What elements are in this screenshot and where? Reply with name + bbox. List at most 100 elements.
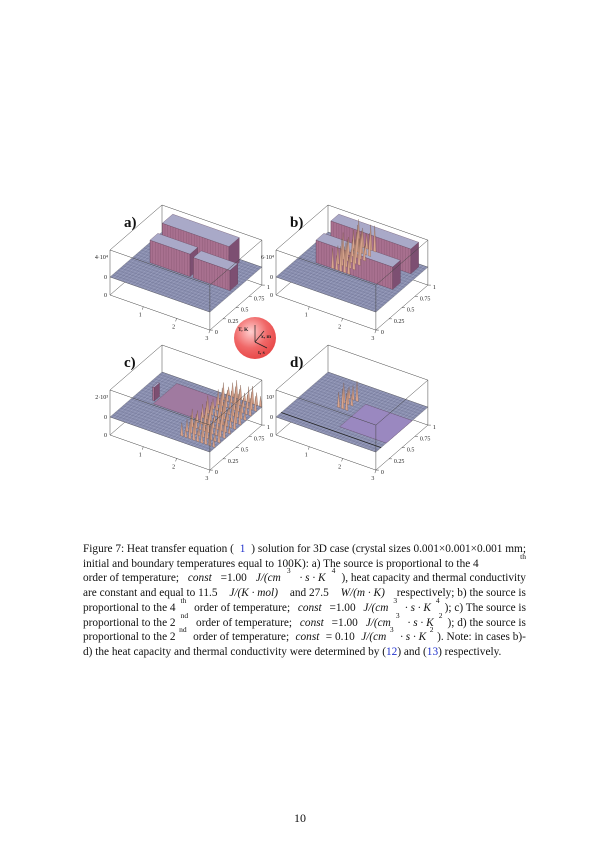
peak-spike [188, 422, 192, 440]
legend-x-axis-label: t, s [258, 350, 265, 356]
bounding-box-edge [209, 239, 263, 286]
bounding-box-edge [327, 204, 428, 241]
caption-text: initial and boundary temperatures equal … [83, 557, 479, 570]
caption-text: · s · K [397, 631, 427, 644]
surface-mesh-line [209, 266, 262, 313]
surface-mesh-line [109, 416, 210, 453]
x-tick-mark [308, 306, 310, 310]
caption-text: 3 [389, 625, 394, 635]
caption-text: const [299, 616, 324, 629]
y-tick-label: 0 [381, 330, 384, 336]
surface-mesh-line [130, 258, 231, 295]
caption-text: J/(cm [361, 631, 387, 644]
bounding-box-edge [327, 344, 428, 381]
peak-spike [233, 412, 237, 430]
bounding-box-edge [109, 389, 210, 426]
y-tick-label: 0.75 [254, 296, 265, 302]
peak-spike [331, 248, 335, 270]
surface-mesh-line [317, 380, 418, 417]
caption-text: 4 [435, 595, 440, 605]
surface-mesh-line [375, 266, 428, 313]
surface-mesh-line [299, 380, 352, 426]
bounding-box-edge [275, 344, 329, 391]
surface-mesh-line [278, 414, 379, 450]
peak-spike [259, 396, 263, 408]
z-tick-label: 4·10⁴ [95, 255, 108, 261]
surface-mesh-line [302, 381, 355, 427]
surface-mesh-line [125, 263, 226, 299]
peak-spike [201, 404, 205, 419]
x-tick-label: 2 [172, 464, 175, 470]
figure-caption: Figure 7: Heat transfer equation (1) sol… [83, 542, 526, 660]
bounding-box-edge [375, 379, 429, 426]
surface-mesh-line [289, 376, 342, 422]
peak-top-face [162, 214, 240, 247]
peak-spike [214, 424, 218, 436]
peak-spike [230, 409, 234, 423]
caption-text: J/(cm [363, 601, 389, 614]
y-tick-label: 0.5 [407, 448, 415, 454]
surface-mesh-line [275, 371, 329, 418]
y-tick-label: 0 [215, 330, 218, 336]
peak-spike [227, 426, 231, 435]
x-tick-mark [175, 318, 177, 322]
peak-spike [247, 386, 251, 404]
surface-mesh-line [285, 375, 339, 421]
surface-mesh-line [282, 374, 335, 420]
y-tick-label: 0.75 [420, 436, 431, 442]
caption-text: proportional to the 4 [83, 601, 176, 614]
front-ridge [281, 412, 382, 448]
bounding-box-edge [275, 434, 376, 471]
peak-spike [238, 408, 242, 426]
peak-spike [253, 396, 257, 412]
peak-spike [355, 381, 359, 402]
peak-spike [343, 246, 347, 274]
caption-text: · s · K [296, 572, 326, 585]
caption-text: ). Note: in cases b)- [437, 631, 526, 644]
caption-text: Figure 7: Heat transfer equation ( [83, 543, 234, 555]
caption-text: are constant and equal to 11.5 [83, 587, 221, 600]
equation-reference-link[interactable]: 1 [239, 543, 246, 555]
peak-spike [373, 225, 377, 253]
bounding-box-edge [109, 204, 163, 251]
peak-spike [243, 392, 247, 402]
y-tick-label: 0.75 [420, 296, 431, 302]
caption-text: order of temperature; [190, 631, 292, 644]
x-tick-label: 2 [338, 324, 341, 330]
peak-spike [244, 402, 248, 415]
peak-spike [368, 232, 371, 257]
panel-label: c) [124, 355, 136, 371]
peak-spike [192, 422, 196, 441]
peak-spike [350, 239, 354, 258]
caption-text: nd [180, 610, 189, 620]
caption-text: =1.00 [217, 572, 250, 585]
x-tick-mark [208, 470, 211, 474]
y-tick-label: 0.5 [407, 308, 415, 314]
surface-mesh-line [122, 265, 223, 301]
peak-spike [231, 401, 235, 417]
caption-text: respectively; b) the source is [393, 587, 526, 600]
equation-reference-link[interactable]: 13 [426, 645, 439, 658]
y-tick-label: 1 [433, 285, 436, 291]
axes-legend-sphere: T, K x, m t, s [234, 317, 276, 359]
caption-text: 3 [393, 595, 398, 605]
y-tick-label: 0.25 [394, 319, 405, 325]
x-tick-label: 3 [371, 476, 374, 482]
peak-spike [352, 248, 356, 271]
peak-spike [248, 398, 252, 417]
surface-mesh-line [325, 389, 379, 435]
caption-text: W/(m · K) [340, 587, 385, 600]
peak-spike [245, 394, 249, 409]
page-number: 10 [294, 811, 306, 825]
peak-spike [198, 421, 202, 431]
z-tick-label: 2·10³ [95, 395, 108, 401]
caption-text: th [520, 551, 526, 561]
peak-spike [227, 406, 231, 416]
equation-reference-link[interactable]: 12 [386, 645, 398, 658]
z-tick-label: 0 [270, 433, 273, 439]
caption-text: = 0.10 [322, 631, 358, 644]
peak-spike [365, 233, 369, 250]
caption-text: order of temperature; [191, 601, 293, 614]
